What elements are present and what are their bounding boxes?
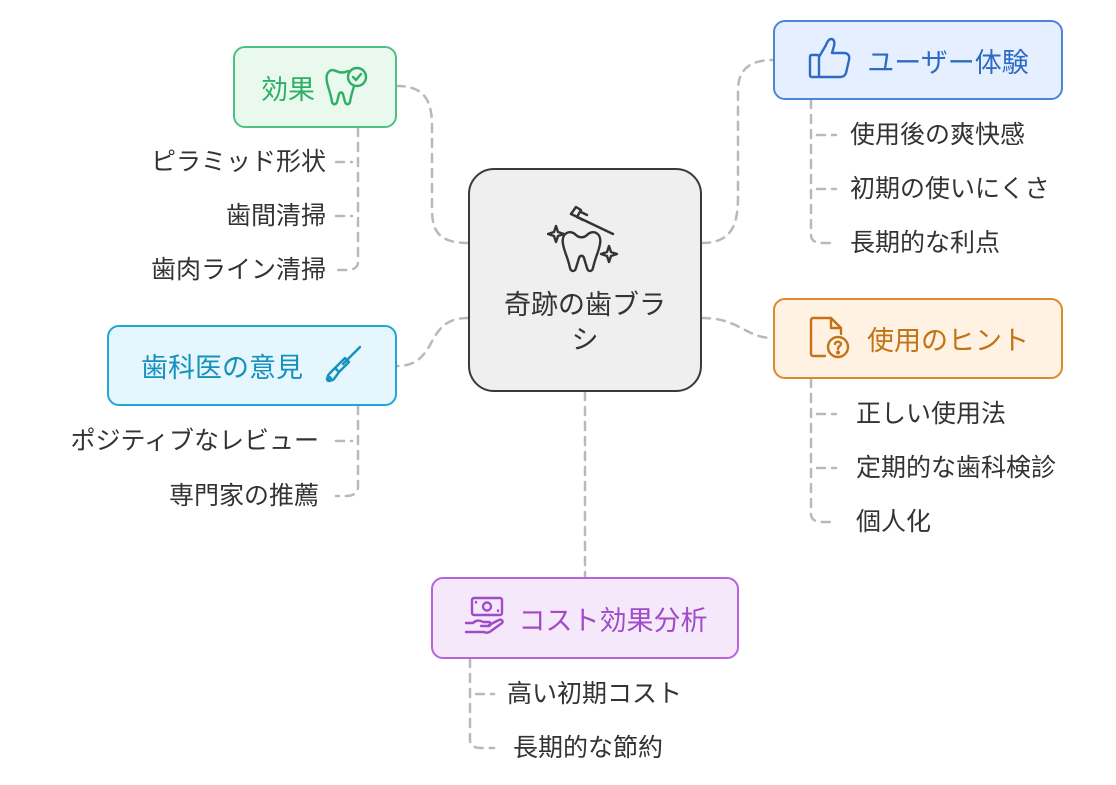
connector-user-items: [809, 98, 838, 245]
branch-effect[interactable]: 効果: [233, 46, 397, 128]
tooth-check-icon: [323, 62, 369, 112]
expert-opinion-item: 専門家の推薦: [168, 481, 319, 510]
connector-user: [700, 58, 775, 245]
branch-effect-label: 効果: [261, 74, 315, 106]
document-question-icon: [807, 314, 853, 364]
branch-user-experience[interactable]: ユーザー体験: [773, 20, 1063, 100]
connector-cost-items: [468, 657, 496, 750]
thumbs-up-icon: [807, 35, 853, 85]
usage-hints-item: 正しい使用法: [856, 399, 1007, 428]
expert-opinion-item: ポジティブなレビュー: [70, 426, 319, 455]
center-label: 奇跡の歯ブラシ: [504, 289, 666, 356]
branch-cost-benefit-label: コスト効果分析: [518, 605, 708, 637]
connector-hint-items: [809, 377, 838, 524]
user-experience-item: 長期的な利点: [850, 228, 1001, 257]
center-node[interactable]: 奇跡の歯ブラシ: [468, 168, 702, 392]
cost-benefit-item: 長期的な節約: [513, 733, 664, 762]
connector-effect-items: [334, 126, 360, 272]
effect-item: 歯間清掃: [225, 201, 326, 230]
connector-expert-items: [334, 404, 360, 498]
user-experience-item: 使用後の爽快感: [850, 120, 1026, 149]
cost-benefit-item: 高い初期コスト: [507, 679, 683, 708]
user-experience-item: 初期の使いにくさ: [850, 174, 1050, 203]
branch-usage-hints-label: 使用のヒント: [867, 326, 1029, 357]
usage-hints-item: 定期的な歯科検診: [856, 453, 1057, 482]
connector-hint: [700, 316, 775, 340]
toothbrush-tooth-sparkle-icon: [546, 202, 623, 282]
usage-hints-item: 個人化: [856, 507, 932, 536]
effect-item: 歯肉ライン清掃: [150, 255, 326, 284]
effect-item: ピラミッド形状: [150, 147, 326, 176]
connector-expert: [395, 316, 470, 368]
hand-money-icon: [463, 593, 509, 643]
dental-tool-icon: [323, 344, 363, 388]
connector-effect: [395, 84, 470, 245]
branch-expert-opinion[interactable]: 歯科医の意見: [107, 325, 397, 406]
branch-user-experience-label: ユーザー体験: [867, 47, 1029, 79]
branch-cost-benefit[interactable]: コスト効果分析: [431, 577, 739, 659]
branch-expert-opinion-label: 歯科医の意見: [141, 353, 303, 384]
branch-usage-hints[interactable]: 使用のヒント: [773, 298, 1063, 379]
